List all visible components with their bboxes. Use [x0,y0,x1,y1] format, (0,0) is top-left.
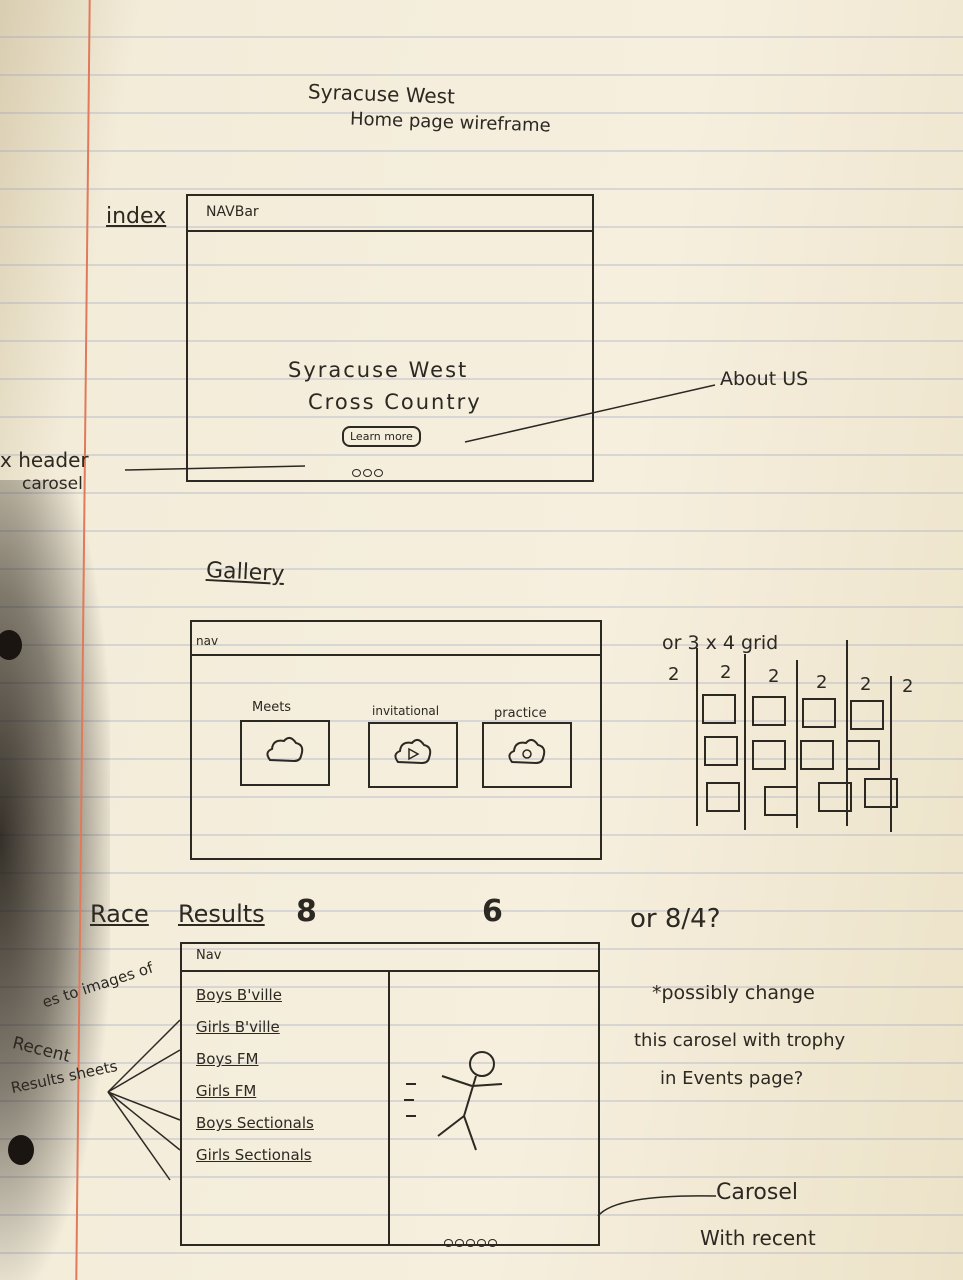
gallery-nav-divider [192,654,600,656]
carousel-note-2: With recent [700,1226,816,1250]
page-title-line1: Syracuse West [307,79,456,109]
race-label: Race [90,900,149,928]
runner-icon [404,1051,503,1151]
right-note-1: *possibly change [652,982,815,1004]
header-pointer-line [124,465,306,471]
cloud-icon [266,737,304,763]
gallery-tile-meets[interactable] [240,720,330,786]
number-a: 8 [296,894,317,929]
carousel-note-1: Carosel [716,1180,798,1205]
side-note-carosel: carosel [22,474,83,494]
hero-title-line1: Syracuse West [288,358,469,382]
number-b: 6 [482,894,503,929]
gallery-tile-invitational[interactable] [368,722,458,788]
gallery-nav-label: nav [196,634,219,648]
or-note: or 8/4? [630,904,721,934]
link-pointer-lines [107,1019,181,1181]
index-label: index [106,204,167,229]
right-note-3: in Events page? [660,1068,804,1089]
results-nav-label: Nav [196,948,222,963]
grid-number: 2 [668,664,680,685]
gallery-wireframe: nav Meets invitational practice [190,620,602,860]
link-boys-bville[interactable]: Boys B'ville [196,986,282,1004]
index-wireframe: NAVBar Syracuse West Cross Country Learn… [186,194,594,482]
results-link-list: Boys B'ville Girls B'ville Boys FM Girls… [196,986,314,1178]
cloud-play-icon [394,739,432,765]
tile-label-practice: practice [494,706,547,721]
link-girls-sectionals[interactable]: Girls Sectionals [196,1146,312,1164]
grid-note: or 3 x 4 grid [662,632,779,654]
results-carousel-dots [444,1232,499,1251]
carousel-pointer [597,1195,717,1217]
results-wireframe: Nav Boys B'ville Girls B'ville Boys FM G… [180,942,600,1247]
about-arrow [464,384,716,443]
link-boys-sectionals[interactable]: Boys Sectionals [196,1114,314,1132]
binder-hole [8,1135,34,1165]
grid-number: 2 [768,666,780,687]
navbar-label: NAVBar [206,204,259,220]
tile-label-meets: Meets [252,700,292,715]
grid-number: 2 [860,674,872,695]
right-note-2: this carosel with trophy [634,1030,846,1051]
link-girls-fm[interactable]: Girls FM [196,1082,257,1100]
grid-number: 2 [902,676,914,697]
results-label: Results [178,900,265,928]
about-us-note: About US [720,368,809,390]
gallery-tile-practice[interactable] [482,722,572,788]
results-split-divider [388,970,390,1244]
learn-more-button[interactable]: Learn more [342,426,421,447]
tile-label-invitational: invitational [372,704,440,718]
gallery-label: Gallery [205,557,285,588]
carousel-dots [352,462,385,481]
link-boys-fm[interactable]: Boys FM [196,1050,259,1068]
results-nav-divider [182,970,598,972]
grid-number: 2 [816,672,828,693]
navbar-divider [188,230,592,232]
grid-number: 2 [720,662,732,683]
link-girls-bville[interactable]: Girls B'ville [196,1018,280,1036]
cloud-icon [508,739,546,765]
binder-hole [0,630,22,660]
hero-title-line2: Cross Country [308,390,482,414]
side-note-header: x header [0,448,89,472]
